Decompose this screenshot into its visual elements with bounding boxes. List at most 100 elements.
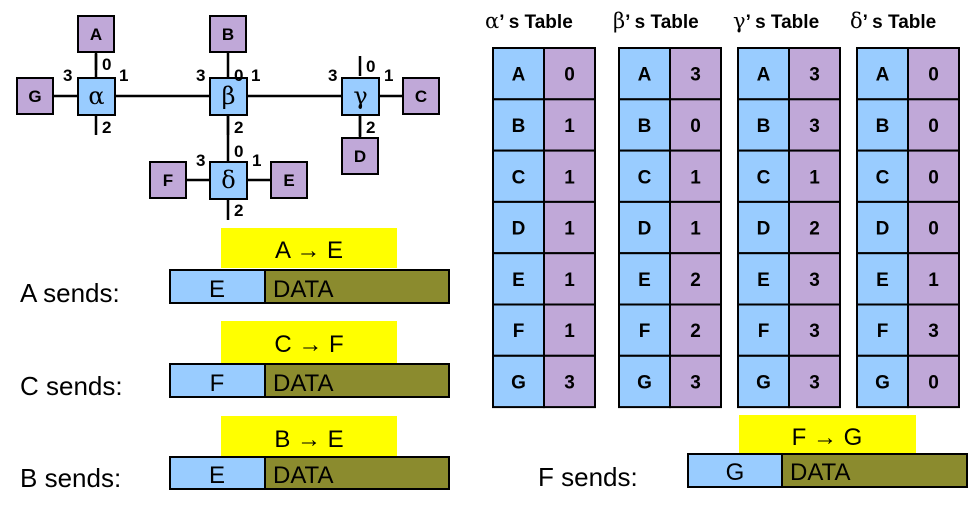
port-alpha-down: 2 bbox=[102, 118, 111, 137]
table-cell-dest: C bbox=[512, 167, 526, 188]
table-cell-port: 1 bbox=[690, 167, 701, 188]
host-e: E bbox=[270, 161, 308, 199]
table-cell-dest: G bbox=[756, 372, 771, 393]
packet-a-header-bg bbox=[221, 228, 397, 268]
packet-c-payload: DATA bbox=[273, 370, 333, 397]
table-cell-port: 2 bbox=[809, 219, 820, 240]
table-cell-dest: A bbox=[876, 65, 890, 86]
routing-table-title: β’ s Table bbox=[613, 9, 699, 33]
table-cell-port: 1 bbox=[928, 270, 939, 291]
table-cell-port-bg bbox=[669, 354, 722, 409]
port-gamma-right: 1 bbox=[384, 66, 393, 85]
host-d-label: D bbox=[354, 147, 366, 166]
packet-b-sender: B sends: bbox=[20, 463, 121, 493]
packet-c-payload-bg bbox=[264, 363, 450, 398]
host-b: B bbox=[209, 15, 247, 53]
routing-table-title: δ’ s Table bbox=[850, 9, 936, 33]
table-cell-port-bg bbox=[543, 354, 596, 409]
table-cell-dest: E bbox=[876, 270, 889, 291]
table-cell-dest-bg bbox=[492, 252, 545, 306]
routing-table-title-text: ’ s Table bbox=[625, 12, 699, 33]
table-cell-port: 0 bbox=[928, 372, 939, 393]
packet-a-payload-bg bbox=[264, 269, 450, 304]
table-cell-dest: B bbox=[876, 116, 890, 137]
table-cell-dest-bg bbox=[492, 47, 545, 101]
packet-a: A → E A sends: E DATA bbox=[20, 228, 450, 308]
port-alpha-left: 3 bbox=[63, 66, 72, 85]
host-c-label: C bbox=[415, 87, 427, 106]
switch-alpha: α bbox=[77, 77, 116, 116]
port-labels: 0 1 2 3 0 1 2 3 0 1 2 3 0 1 2 3 bbox=[63, 55, 393, 220]
packet-b: B → E B sends: E DATA bbox=[20, 416, 450, 493]
port-beta-left: 3 bbox=[196, 66, 205, 85]
table-cell-dest-bg bbox=[492, 149, 545, 203]
table-cell-dest: B bbox=[512, 116, 526, 137]
packet-b-payload-bg bbox=[264, 456, 450, 490]
packet-f-sender: F sends: bbox=[538, 462, 638, 492]
port-beta-right: 1 bbox=[251, 66, 260, 85]
port-delta-up: 0 bbox=[234, 142, 243, 161]
packet-c-header: C → F bbox=[274, 331, 343, 358]
table-cell-port-bg bbox=[788, 354, 841, 409]
switch-gamma-label: γ bbox=[353, 82, 367, 110]
host-e-label: E bbox=[283, 171, 294, 190]
port-ticks bbox=[94, 54, 362, 220]
table-cell-port-bg bbox=[788, 200, 841, 255]
table-cell-port: 3 bbox=[809, 270, 820, 291]
host-d: D bbox=[341, 137, 379, 175]
table-cell-port: 3 bbox=[564, 372, 575, 393]
table-cell-dest-bg bbox=[618, 303, 671, 357]
table-cell-port: 1 bbox=[809, 167, 820, 188]
table-cell-dest: C bbox=[757, 167, 771, 188]
host-c: C bbox=[402, 77, 440, 115]
host-b-label: B bbox=[222, 25, 234, 44]
table-cell-port-bg bbox=[907, 354, 960, 409]
port-delta-right: 1 bbox=[252, 151, 261, 170]
table-cell-dest: D bbox=[638, 219, 652, 240]
table-cell-port-bg bbox=[543, 252, 596, 306]
table-cell-port-bg bbox=[543, 200, 596, 255]
switch-beta: β bbox=[209, 77, 248, 116]
table-cell-dest-bg bbox=[737, 149, 790, 203]
table-cell-dest: F bbox=[877, 321, 889, 342]
table-cell-port: 3 bbox=[809, 372, 820, 393]
table-cell-port: 3 bbox=[809, 321, 820, 342]
packet-a-sender: A sends: bbox=[20, 278, 120, 308]
switch-delta-label: δ bbox=[221, 166, 235, 194]
port-beta-up: 0 bbox=[234, 66, 243, 85]
host-a: A bbox=[77, 15, 115, 53]
table-cell-port-bg bbox=[669, 200, 722, 255]
table-cell-port: 0 bbox=[928, 65, 939, 86]
table-cell-dest: B bbox=[757, 116, 771, 137]
table-cell-dest-bg bbox=[737, 98, 790, 152]
table-cell-port: 1 bbox=[564, 116, 575, 137]
table-cell-dest: D bbox=[876, 219, 890, 240]
port-gamma-left: 3 bbox=[328, 66, 337, 85]
table-cell-port: 0 bbox=[928, 116, 939, 137]
port-delta-left: 3 bbox=[196, 151, 205, 170]
table-cell-dest: C bbox=[876, 167, 890, 188]
table-cell-dest: D bbox=[512, 219, 526, 240]
table-cell-dest: E bbox=[757, 270, 770, 291]
table-cell-port: 2 bbox=[690, 321, 701, 342]
table-cell-port: 0 bbox=[690, 116, 701, 137]
table-cell-port-bg bbox=[788, 47, 841, 101]
table-cell-port: 3 bbox=[809, 65, 820, 86]
table-cell-port: 3 bbox=[690, 65, 701, 86]
table-cell-dest-bg bbox=[856, 47, 909, 101]
host-g-label: G bbox=[28, 87, 41, 106]
port-gamma-down: 2 bbox=[366, 118, 375, 137]
port-beta-down: 2 bbox=[234, 118, 243, 137]
routing-table-title-switch: γ bbox=[733, 9, 746, 33]
table-cell-dest-bg bbox=[492, 200, 545, 255]
packet-f-payload: DATA bbox=[790, 459, 850, 486]
table-cell-dest: F bbox=[758, 321, 770, 342]
table-cell-dest: G bbox=[511, 372, 526, 393]
port-gamma-up: 0 bbox=[366, 57, 375, 76]
routing-table-title-switch: δ bbox=[850, 9, 863, 33]
switch-gamma: γ bbox=[341, 77, 380, 116]
table-cell-port: 1 bbox=[564, 270, 575, 291]
